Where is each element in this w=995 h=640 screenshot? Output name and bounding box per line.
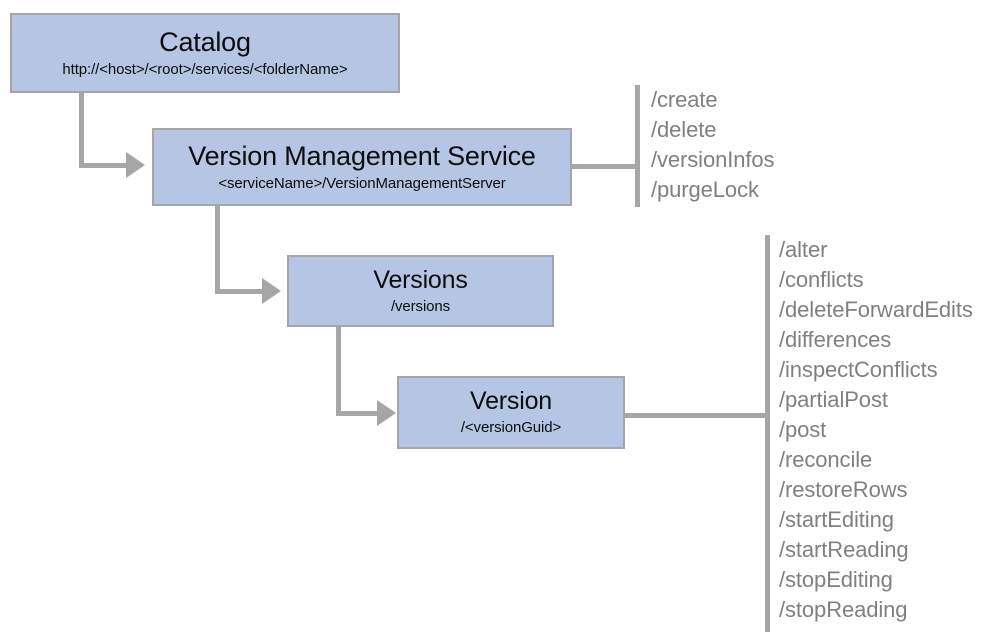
node-catalog-title: Catalog: [159, 26, 251, 57]
node-version-title: Version: [470, 387, 552, 416]
operation-item[interactable]: /purgeLock: [651, 177, 759, 202]
arrowhead-versions-to-version: [377, 400, 396, 426]
operation-item[interactable]: /startEditing: [779, 507, 894, 532]
operation-item[interactable]: /delete: [651, 117, 717, 142]
operation-item[interactable]: /post: [779, 417, 827, 442]
operation-item[interactable]: /conflicts: [779, 267, 864, 292]
connector-catalog-to-service-vertical: [79, 93, 84, 168]
operation-item[interactable]: /stopEditing: [779, 567, 893, 592]
operation-item[interactable]: /differences: [779, 327, 892, 352]
operation-item[interactable]: /create: [651, 87, 718, 112]
operation-item[interactable]: /partialPost: [779, 387, 888, 412]
operation-item[interactable]: /deleteForwardEdits: [779, 297, 973, 322]
node-version-management-service-title: Version Management Service: [188, 140, 536, 171]
node-version-management-service[interactable]: Version Management Service <serviceName>…: [152, 128, 572, 206]
operation-list-version: /alter /conflicts /deleteForwardEdits /d…: [779, 235, 973, 625]
operation-item[interactable]: /reconcile: [779, 447, 873, 472]
operation-item[interactable]: /alter: [779, 237, 828, 262]
connector-versions-to-version-vertical: [336, 327, 341, 416]
arrowhead-service-to-versions: [262, 278, 281, 304]
operation-item[interactable]: /versionInfos: [651, 147, 775, 172]
node-versions[interactable]: Versions /versions: [287, 255, 554, 327]
operation-item[interactable]: /startReading: [779, 537, 909, 562]
node-version-subtitle: /<versionGuid>: [460, 419, 562, 437]
operation-item[interactable]: /inspectConflicts: [779, 357, 938, 382]
connector-version-to-operations: [625, 413, 770, 418]
bracket-service-operations: [635, 85, 640, 207]
connector-service-to-versions-vertical: [215, 206, 220, 294]
node-version[interactable]: Version /<versionGuid>: [397, 376, 625, 449]
operation-list-service: /create /delete /versionInfos /purgeLock: [651, 85, 775, 205]
bracket-version-operations: [765, 235, 770, 632]
operation-item[interactable]: /stopReading: [779, 597, 908, 622]
node-versions-subtitle: /versions: [390, 297, 451, 315]
connector-service-to-versions-horizontal: [215, 289, 263, 294]
connector-catalog-to-service-horizontal: [79, 163, 127, 168]
operation-item[interactable]: /restoreRows: [779, 477, 908, 502]
connector-service-to-operations: [572, 164, 640, 169]
node-catalog-subtitle: http://<host>/<root>/services/<folderNam…: [62, 60, 348, 78]
arrowhead-catalog-to-service: [126, 152, 145, 178]
connector-versions-to-version-horizontal: [336, 411, 378, 416]
node-versions-title: Versions: [373, 265, 468, 294]
node-version-management-service-subtitle: <serviceName>/VersionManagementServer: [218, 174, 506, 192]
node-catalog[interactable]: Catalog http://<host>/<root>/services/<f…: [10, 13, 400, 93]
